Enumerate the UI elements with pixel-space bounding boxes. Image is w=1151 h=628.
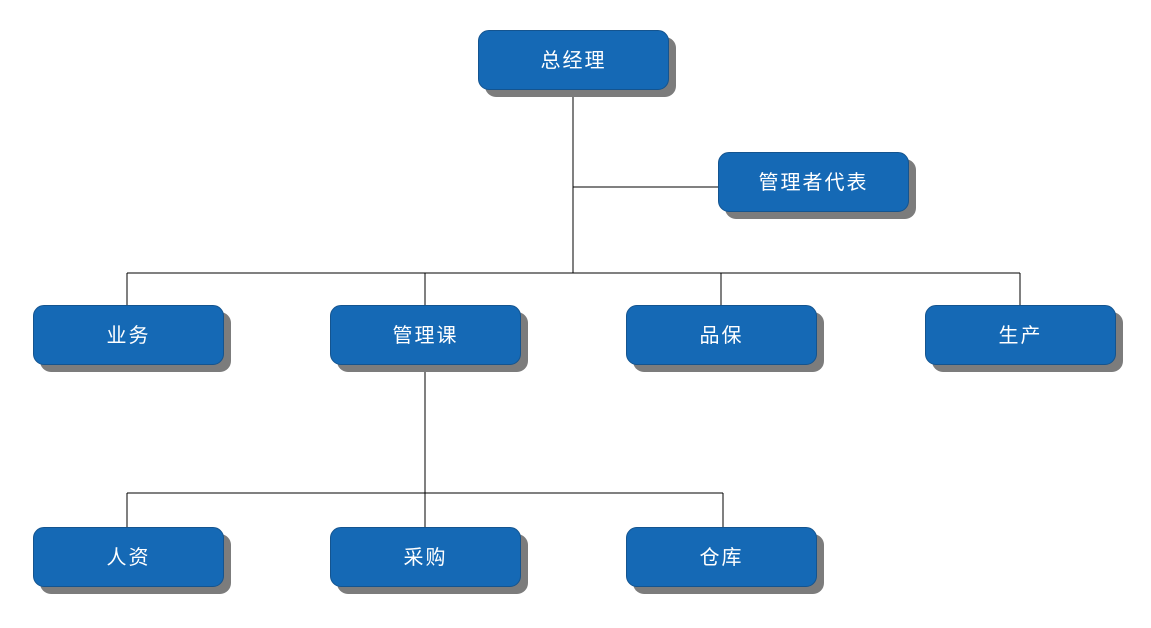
org-node-label-gm: 总经理 (540, 48, 607, 72)
org-node-label-production: 生产 (998, 323, 1043, 347)
org-node-production[interactable]: 生产 (925, 305, 1116, 365)
org-node-mgmt_rep[interactable]: 管理者代表 (718, 152, 909, 212)
org-node-label-qa: 品保 (699, 323, 744, 347)
org-node-gm[interactable]: 总经理 (478, 30, 669, 90)
org-node-admin[interactable]: 管理课 (330, 305, 521, 365)
org-node-label-hr: 人资 (106, 545, 151, 569)
org-node-label-mgmt_rep: 管理者代表 (758, 170, 869, 194)
org-node-label-warehouse: 仓库 (699, 545, 744, 569)
org-node-business[interactable]: 业务 (33, 305, 224, 365)
org-node-warehouse[interactable]: 仓库 (626, 527, 817, 587)
org-node-qa[interactable]: 品保 (626, 305, 817, 365)
org-node-label-admin: 管理课 (392, 323, 459, 347)
org-node-label-business: 业务 (106, 323, 151, 347)
org-node-hr[interactable]: 人资 (33, 527, 224, 587)
org-node-label-purchase: 采购 (403, 545, 448, 569)
org-node-purchase[interactable]: 采购 (330, 527, 521, 587)
